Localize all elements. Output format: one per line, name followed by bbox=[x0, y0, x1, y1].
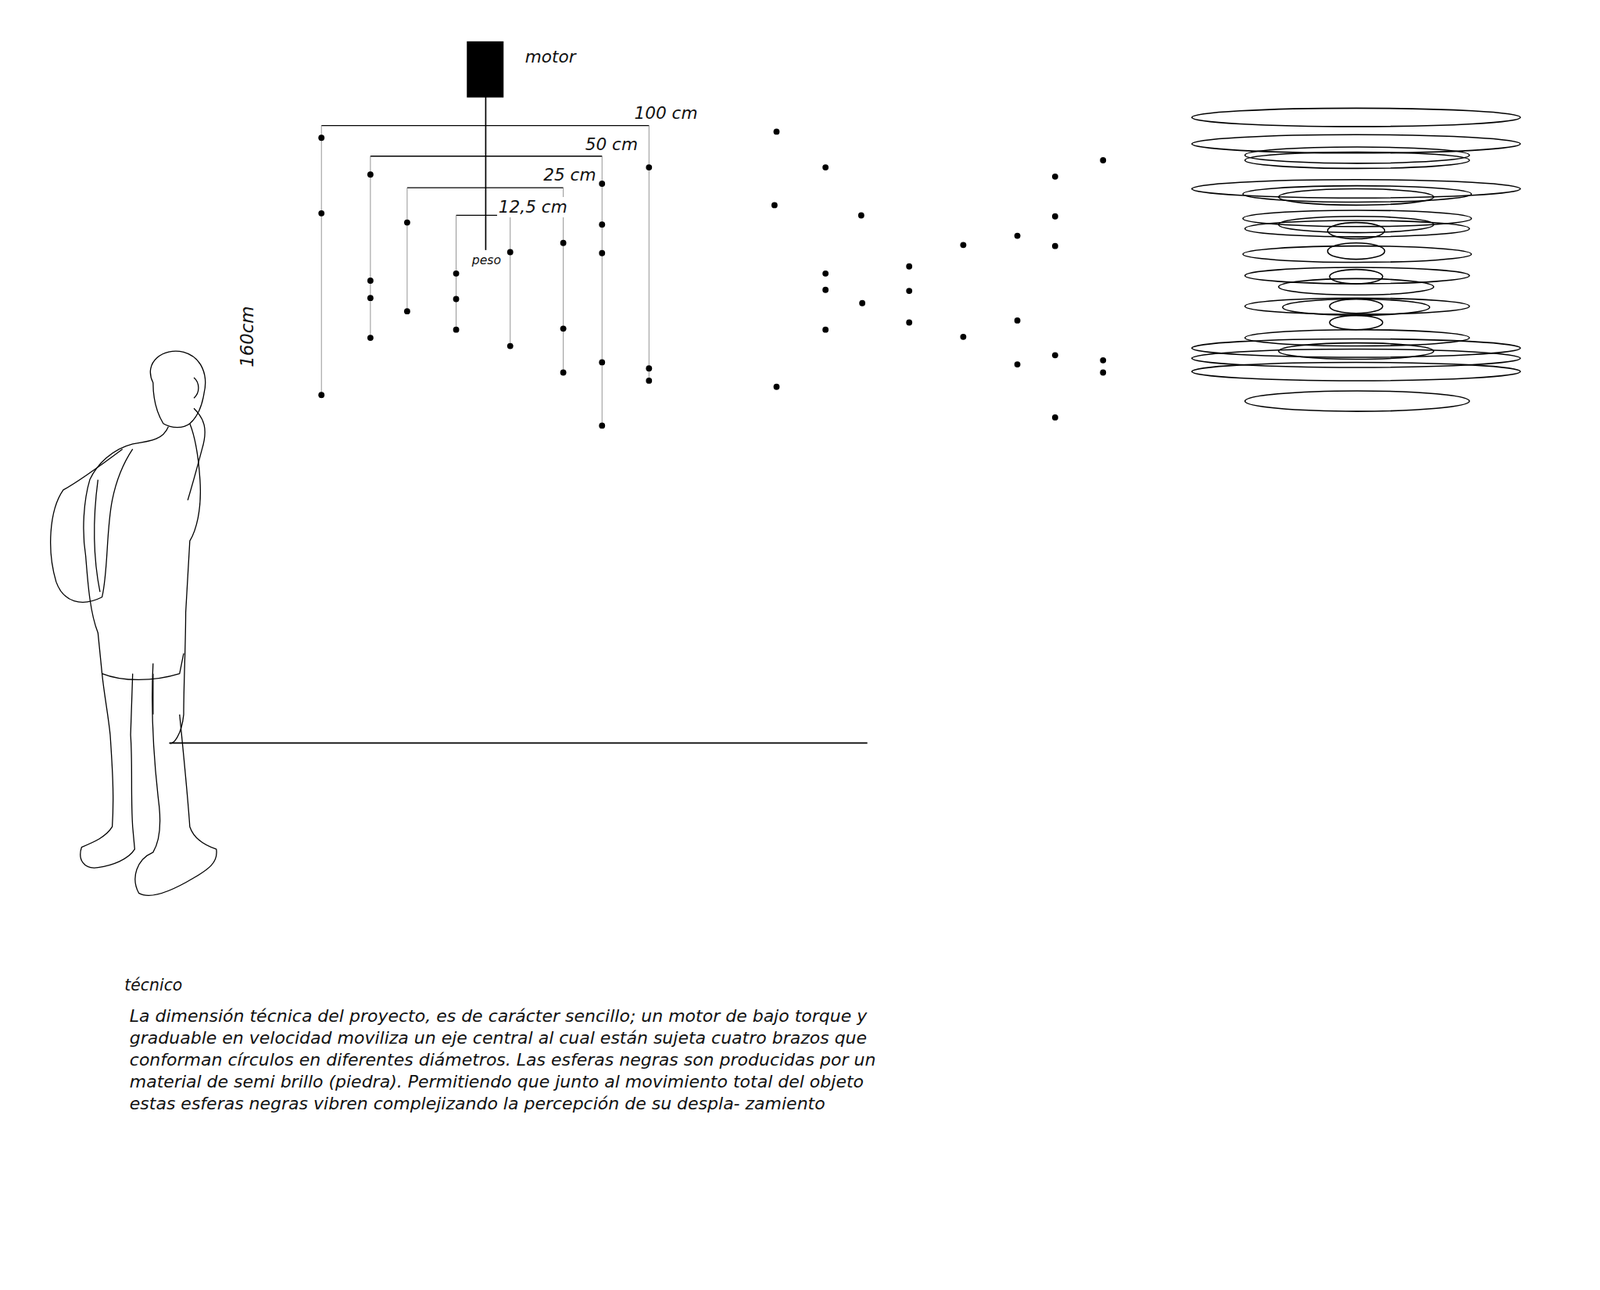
sphere bbox=[1014, 232, 1021, 240]
sphere bbox=[1052, 414, 1059, 421]
sphere bbox=[822, 164, 829, 171]
sphere bbox=[822, 270, 829, 277]
sphere bbox=[404, 307, 411, 315]
sphere bbox=[1099, 157, 1107, 164]
sphere bbox=[645, 164, 652, 171]
sphere bbox=[1099, 369, 1107, 376]
orbit-ellipse bbox=[1191, 361, 1521, 380]
sphere bbox=[773, 128, 781, 135]
sphere bbox=[367, 171, 374, 178]
sphere bbox=[453, 326, 460, 333]
sphere bbox=[905, 287, 913, 294]
sphere bbox=[560, 369, 567, 376]
sphere bbox=[645, 365, 652, 372]
sphere bbox=[507, 343, 514, 350]
sphere bbox=[905, 263, 913, 270]
orbit-ellipse bbox=[1278, 343, 1434, 360]
sphere bbox=[1052, 351, 1059, 358]
floor-line bbox=[169, 741, 868, 744]
dimension-label: 12,5 cm bbox=[497, 196, 570, 218]
orbit-ellipse bbox=[1245, 220, 1470, 237]
sphere bbox=[453, 270, 460, 277]
sphere bbox=[318, 210, 325, 217]
sphere bbox=[1099, 357, 1107, 364]
sphere bbox=[367, 334, 374, 341]
sphere bbox=[905, 319, 913, 326]
orbit-ellipse bbox=[1191, 107, 1521, 126]
sphere bbox=[318, 391, 325, 398]
sphere bbox=[773, 383, 781, 391]
sphere bbox=[1014, 317, 1021, 324]
orbit-ellipses bbox=[1191, 107, 1521, 412]
sphere bbox=[367, 294, 374, 301]
person-figure bbox=[50, 350, 217, 895]
sphere bbox=[859, 300, 866, 307]
orbit-ellipse bbox=[1242, 186, 1472, 203]
sphere bbox=[858, 212, 865, 219]
sphere bbox=[959, 333, 967, 341]
sphere bbox=[598, 221, 605, 228]
sphere bbox=[598, 422, 605, 429]
dimension-label: motor bbox=[523, 46, 578, 68]
sphere bbox=[1052, 173, 1059, 180]
sphere bbox=[453, 296, 460, 303]
sphere bbox=[1052, 243, 1059, 250]
orbit-ellipse bbox=[1329, 314, 1383, 330]
strings bbox=[321, 125, 649, 426]
orbit-ellipse bbox=[1278, 189, 1434, 206]
orbit-ellipse bbox=[1278, 216, 1434, 233]
sphere bbox=[404, 219, 411, 226]
orbit-ellipse bbox=[1245, 390, 1470, 412]
orbit-ellipse bbox=[1282, 299, 1430, 316]
orbit-ellipse bbox=[1245, 146, 1470, 164]
section-heading: técnico bbox=[124, 975, 183, 996]
orbit-ellipse bbox=[1245, 297, 1470, 315]
sphere bbox=[560, 239, 567, 247]
orbit-ellipse bbox=[1242, 246, 1472, 263]
dimension-label: peso bbox=[470, 253, 503, 269]
sphere bbox=[822, 326, 829, 333]
sphere bbox=[598, 250, 605, 257]
orbit-ellipse bbox=[1329, 299, 1383, 314]
orbit-ellipse bbox=[1327, 243, 1385, 260]
orbit-ellipse bbox=[1242, 210, 1472, 227]
sphere bbox=[645, 377, 652, 384]
description-paragraph: La dimensión técnica del proyecto, es de… bbox=[129, 1005, 881, 1115]
orbit-ellipse bbox=[1191, 134, 1521, 153]
height-label: 160cm bbox=[237, 306, 259, 368]
sphere bbox=[1014, 361, 1021, 368]
spheres bbox=[318, 128, 1107, 429]
orbit-ellipse bbox=[1245, 267, 1470, 284]
motor-block bbox=[467, 42, 504, 97]
sphere bbox=[598, 359, 605, 366]
dimension-label: 100 cm bbox=[632, 103, 699, 124]
sphere bbox=[367, 277, 374, 284]
orbit-ellipse bbox=[1245, 152, 1470, 169]
sphere bbox=[822, 286, 829, 294]
sphere bbox=[507, 249, 514, 256]
sphere bbox=[959, 241, 967, 248]
sphere bbox=[1052, 213, 1059, 220]
orbit-ellipse bbox=[1278, 278, 1434, 295]
dimension-label: 50 cm bbox=[583, 134, 640, 155]
dimension-label: 25 cm bbox=[541, 164, 598, 186]
orbit-ellipse bbox=[1191, 338, 1521, 357]
sphere bbox=[318, 134, 325, 141]
sphere bbox=[560, 325, 567, 332]
sphere bbox=[771, 201, 778, 208]
orbit-ellipse bbox=[1329, 269, 1383, 284]
sphere bbox=[598, 180, 605, 187]
